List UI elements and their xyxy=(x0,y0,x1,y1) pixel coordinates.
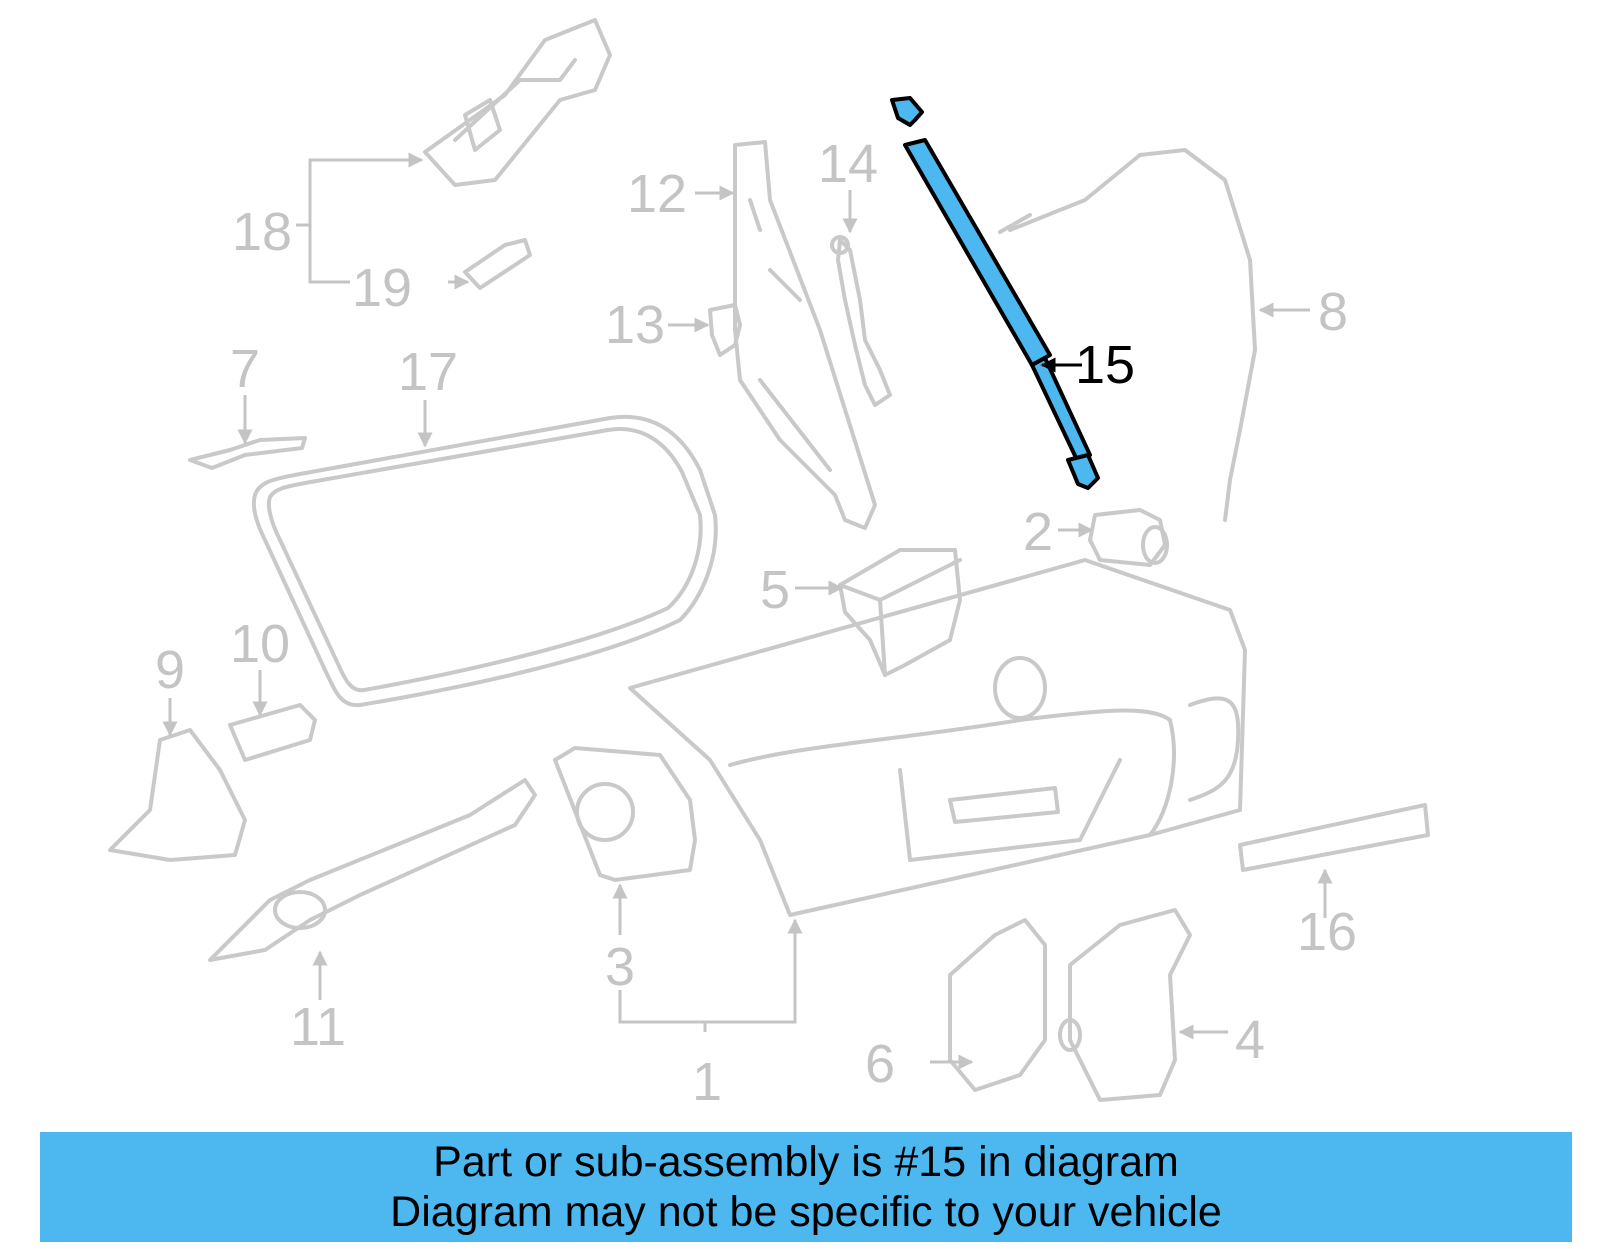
part-18-license-lamp xyxy=(423,18,612,187)
callout-6[interactable]: 6 xyxy=(865,1034,895,1094)
part-17-weatherstrip xyxy=(251,414,718,708)
callout-15[interactable]: 15 xyxy=(1075,335,1135,395)
part-15-gas-strut[interactable] xyxy=(890,96,1100,490)
callout-1[interactable]: 1 xyxy=(692,1052,722,1112)
part-9-latch xyxy=(108,728,247,862)
part-3-tail-lamp xyxy=(553,746,697,882)
callout-17[interactable]: 17 xyxy=(398,342,458,402)
part-8-cable xyxy=(998,148,1257,522)
callout-18[interactable]: 18 xyxy=(232,202,292,262)
callout-14[interactable]: 14 xyxy=(818,134,878,194)
caption-banner-bg xyxy=(40,1132,1572,1242)
callout-9[interactable]: 9 xyxy=(155,640,185,700)
part-14-spring xyxy=(830,235,892,407)
part-1-trunk-lid xyxy=(628,558,1247,917)
callout-5[interactable]: 5 xyxy=(760,560,790,620)
leader-lines xyxy=(162,152,1333,1070)
part-12-hinge xyxy=(733,140,877,530)
callout-12[interactable]: 12 xyxy=(627,164,687,224)
callout-8[interactable]: 8 xyxy=(1318,282,1348,342)
callout-19[interactable]: 19 xyxy=(352,258,412,318)
callout-11[interactable]: 11 xyxy=(290,997,346,1057)
part-13-clip xyxy=(708,303,742,357)
part-19-bulb xyxy=(463,238,532,290)
caption-line-2: Diagram may not be specific to your vehi… xyxy=(390,1188,1222,1236)
part-4-lock xyxy=(1058,908,1192,1102)
caption-line-1: Part or sub-assembly is #15 in diagram xyxy=(433,1138,1179,1186)
caption-banner: Part or sub-assembly is #15 in diagram D… xyxy=(40,1132,1572,1242)
callout-2[interactable]: 2 xyxy=(1023,502,1053,562)
callout-3[interactable]: 3 xyxy=(605,937,635,997)
callout-13[interactable]: 13 xyxy=(605,295,665,355)
part-7-bracket xyxy=(188,436,307,470)
part-6-bracket xyxy=(948,918,1047,1092)
callout-16[interactable]: 16 xyxy=(1297,902,1357,962)
callout-4[interactable]: 4 xyxy=(1235,1010,1265,1070)
callout-10[interactable]: 10 xyxy=(230,614,290,674)
part-2-switch xyxy=(1088,508,1169,567)
part-10-actuator xyxy=(228,703,317,762)
part-16-molding xyxy=(1238,803,1430,872)
part-11-handle xyxy=(208,778,537,962)
callout-7[interactable]: 7 xyxy=(230,339,260,399)
